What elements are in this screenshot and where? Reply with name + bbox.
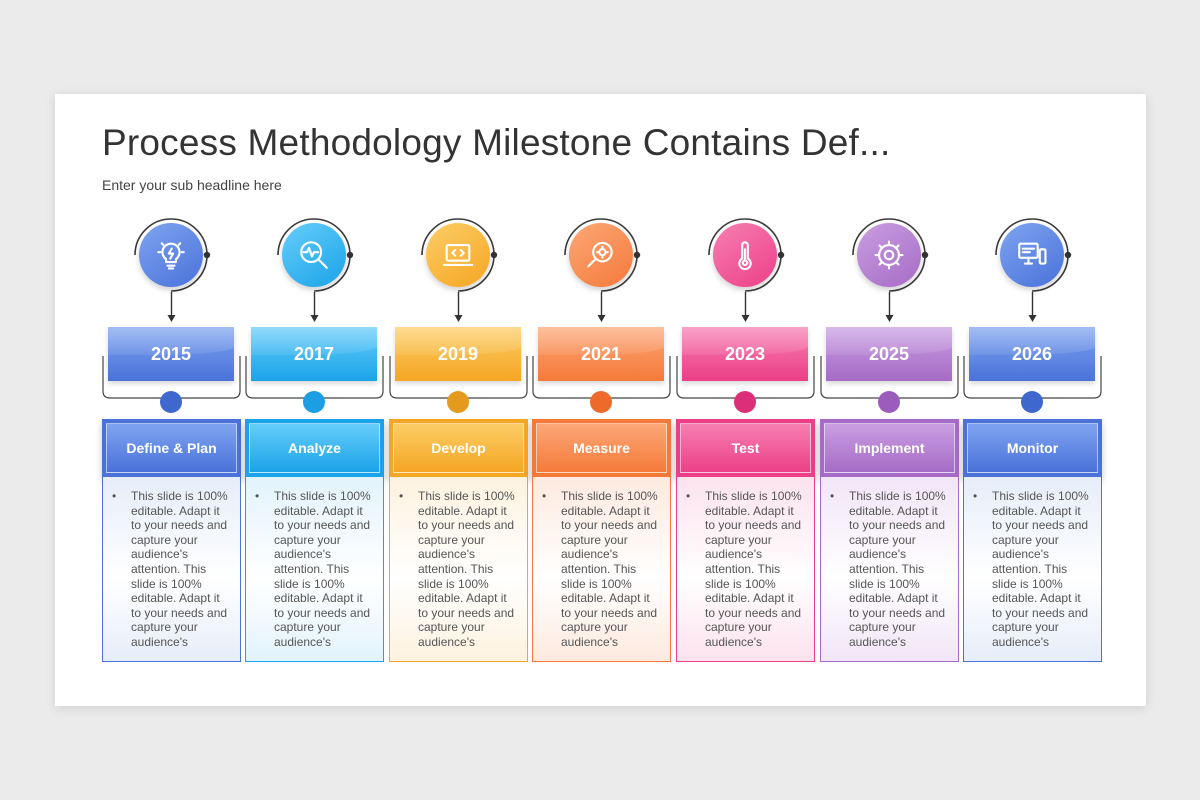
step-label: Develop: [431, 440, 486, 456]
milestone-icon-badge: [992, 215, 1072, 295]
step-description-box: This slide is 100% editable. Adapt it to…: [532, 477, 671, 662]
step-label: Monitor: [1006, 440, 1059, 456]
laptop-code-icon: [442, 244, 474, 266]
slide-subtitle: Enter your sub headline here: [102, 177, 282, 193]
magnify-gear-icon: [587, 241, 613, 268]
icon-circle: [569, 223, 633, 287]
milestone-icon-badge: [131, 215, 211, 295]
milestone-icon-badge: [705, 215, 785, 295]
milestone-1: 2015 Define & Plan This slide is 100% ed…: [102, 94, 241, 706]
milestone-icon-badge: [418, 215, 498, 295]
step-description-box: This slide is 100% editable. Adapt it to…: [963, 477, 1102, 662]
step-description: This slide is 100% editable. Adapt it to…: [109, 489, 232, 650]
timeline-dot: [447, 391, 469, 413]
icon-circle: [713, 223, 777, 287]
step-description: This slide is 100% editable. Adapt it to…: [683, 489, 806, 650]
icon-circle: [139, 223, 203, 287]
connector-arrow: [597, 292, 606, 322]
milestone-3: 2019 Develop This slide is 100% editable…: [389, 94, 528, 706]
timeline-dot: [160, 391, 182, 413]
step-label-box: Implement: [820, 419, 959, 477]
step-description: This slide is 100% editable. Adapt it to…: [252, 489, 375, 650]
year-label: 2025: [868, 343, 910, 364]
icon-ring: [852, 218, 929, 292]
icon-ring: [134, 218, 211, 292]
step-label: Test: [731, 440, 760, 456]
milestone-icon-badge: [849, 215, 929, 295]
milestone-5: 2023 Test This slide is 100% editable. A…: [676, 94, 815, 706]
slide-title: Process Methodology Milestone Contains D…: [102, 122, 891, 163]
step-label: Define & Plan: [126, 440, 217, 456]
step-description: This slide is 100% editable. Adapt it to…: [970, 489, 1093, 650]
step-label-box: Define & Plan: [102, 419, 241, 477]
step-label-box: Measure: [532, 419, 671, 477]
step-description-box: This slide is 100% editable. Adapt it to…: [389, 477, 528, 662]
year-box: 2019: [395, 327, 521, 381]
connector-arrow: [167, 292, 176, 322]
milestone-4: 2021 Measure This slide is 100% editable…: [532, 94, 671, 706]
lightbulb-icon: [157, 242, 185, 270]
step-label-box: Monitor: [963, 419, 1102, 477]
year-box: 2017: [251, 327, 377, 381]
step-label: Analyze: [288, 440, 341, 456]
step-label-box: Test: [676, 419, 815, 477]
year-label: 2021: [580, 343, 622, 364]
icon-ring: [277, 218, 354, 292]
step-label-box: Analyze: [245, 419, 384, 477]
step-description-box: This slide is 100% editable. Adapt it to…: [102, 477, 241, 662]
step-label-box: Develop: [389, 419, 528, 477]
step-description-box: This slide is 100% editable. Adapt it to…: [245, 477, 384, 662]
icon-circle: [857, 223, 921, 287]
year-label: 2019: [437, 343, 479, 364]
timeline-dot: [1021, 391, 1043, 413]
step-label: Measure: [573, 440, 630, 456]
timeline-dot: [303, 391, 325, 413]
year-box: 2025: [826, 327, 952, 381]
year-label: 2017: [293, 343, 335, 364]
icon-ring: [421, 218, 498, 292]
connector-arrow: [454, 292, 463, 322]
slide: Process Methodology Milestone Contains D…: [55, 94, 1146, 706]
milestone-icon-badge: [561, 215, 641, 295]
monitor-icon: [1018, 242, 1047, 265]
milestone-icon-badge: [274, 215, 354, 295]
year-box: 2023: [682, 327, 808, 381]
year-box: 2021: [538, 327, 664, 381]
milestone-2: 2017 Analyze This slide is 100% editable…: [245, 94, 384, 706]
icon-circle: [282, 223, 346, 287]
icon-ring: [564, 218, 641, 292]
icon-circle: [1000, 223, 1064, 287]
icon-ring: [708, 218, 785, 292]
milestone-7: 2026 Monitor This slide is 100% editable…: [963, 94, 1102, 706]
icon-ring: [995, 218, 1072, 292]
connector-arrow: [1028, 292, 1037, 322]
step-description: This slide is 100% editable. Adapt it to…: [539, 489, 662, 650]
thermometer-icon: [738, 241, 752, 271]
step-description: This slide is 100% editable. Adapt it to…: [396, 489, 519, 650]
year-box: 2026: [969, 327, 1095, 381]
step-description-box: This slide is 100% editable. Adapt it to…: [676, 477, 815, 662]
connector-arrow: [741, 292, 750, 322]
pulse-search-icon: [300, 241, 328, 269]
connector-arrow: [310, 292, 319, 322]
timeline-dot: [734, 391, 756, 413]
year-label: 2015: [150, 343, 192, 364]
timeline-dot: [878, 391, 900, 413]
connector-arrow: [885, 292, 894, 322]
year-label: 2023: [724, 343, 766, 364]
year-label: 2026: [1011, 343, 1053, 364]
timeline-dot: [590, 391, 612, 413]
step-label: Implement: [854, 440, 925, 456]
step-description-box: This slide is 100% editable. Adapt it to…: [820, 477, 959, 662]
year-box: 2015: [108, 327, 234, 381]
icon-circle: [426, 223, 490, 287]
step-description: This slide is 100% editable. Adapt it to…: [827, 489, 950, 650]
milestone-6: 2025 Implement This slide is 100% editab…: [820, 94, 959, 706]
gear-search-icon: [874, 240, 904, 270]
